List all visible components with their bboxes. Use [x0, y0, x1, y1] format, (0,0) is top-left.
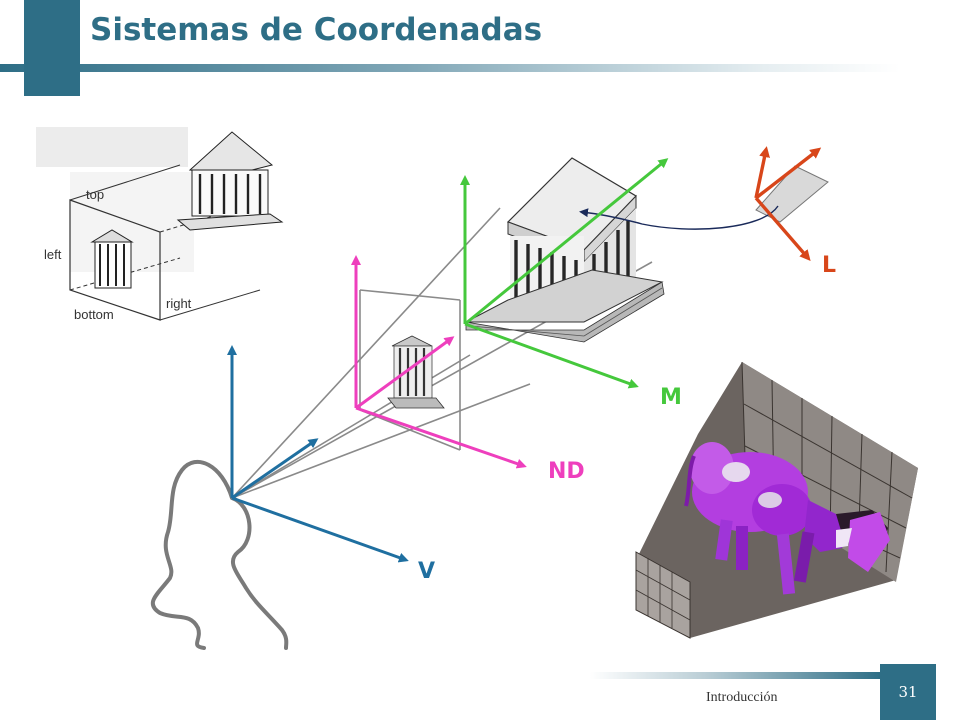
label-V: V: [418, 559, 435, 584]
projected-temple-small: [387, 335, 445, 409]
label-M: M: [660, 385, 682, 410]
inset-label-left: left: [44, 247, 62, 262]
slide-title: Sistemas de Coordenadas: [90, 12, 543, 48]
view-frustum: [231, 207, 653, 499]
footer-accent-block: [880, 664, 936, 720]
axes-ND: [351, 255, 527, 469]
page-number: 31: [898, 683, 918, 701]
light-card: [755, 165, 829, 223]
projection-inset: top left right bottom: [36, 127, 284, 322]
inset-temple-large: [176, 131, 284, 231]
light-to-temple-arrow: [579, 205, 779, 230]
axes-M: [460, 158, 669, 389]
label-L: L: [822, 253, 836, 278]
footer-text: Introducción: [706, 690, 778, 705]
cow-model: [684, 442, 890, 595]
inset-label-top: top: [86, 187, 104, 202]
inset-label-bottom: bottom: [74, 307, 114, 322]
axes-V: [227, 345, 409, 563]
cow-scene: [635, 361, 918, 639]
footer-line: [590, 672, 880, 679]
title-accent-block: [24, 0, 80, 96]
label-ND: ND: [548, 459, 585, 484]
axes-L: [754, 146, 822, 262]
inset-temple-small: [90, 229, 134, 289]
title-underline: [0, 64, 900, 72]
inset-label-right: right: [166, 296, 192, 311]
viewer-head-outline: [150, 459, 289, 650]
